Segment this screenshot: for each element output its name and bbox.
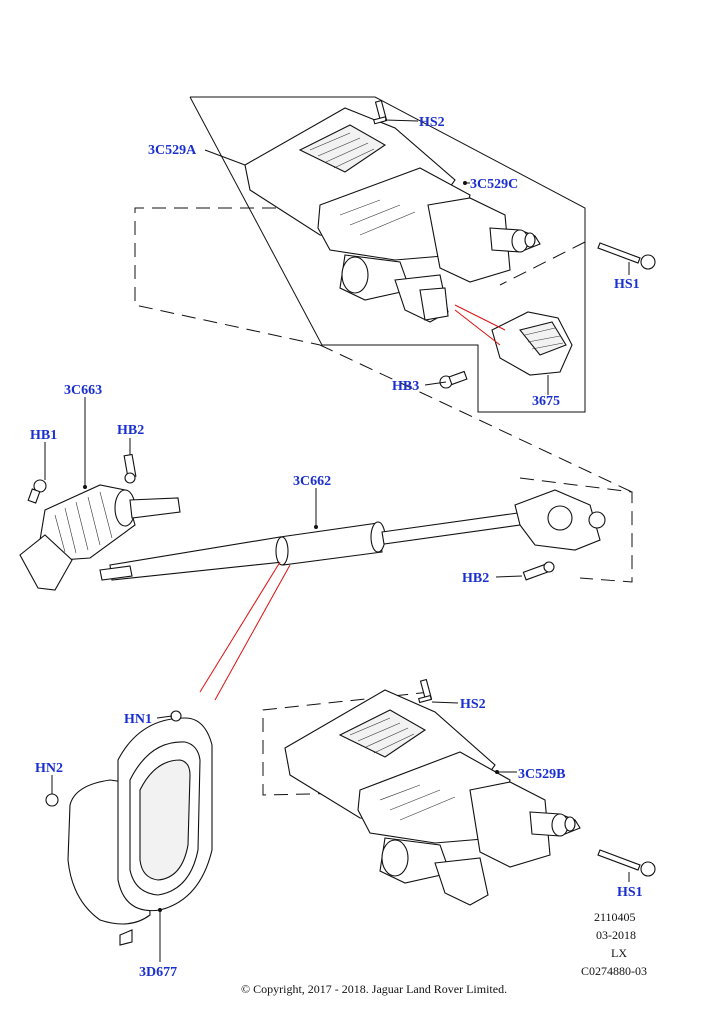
nut-hn1 xyxy=(170,710,182,722)
nut-hn2 xyxy=(45,793,59,807)
label-hn1: HN1 xyxy=(124,712,152,727)
screw-hs2-top xyxy=(373,99,388,125)
label-3c662: 3C662 xyxy=(293,474,331,489)
label-hb2-right: HB2 xyxy=(462,571,489,586)
bottom-assembly-frame xyxy=(262,691,431,796)
label-hb3: HB3 xyxy=(392,379,419,394)
drawing-variant: LX xyxy=(611,946,627,960)
screw-hs1-bottom xyxy=(597,849,656,877)
drawing-date: 03-2018 xyxy=(596,928,636,942)
label-3c529c: 3C529C xyxy=(470,177,518,192)
bolt-hb2-left xyxy=(123,453,137,484)
label-3675: 3675 xyxy=(532,394,560,409)
label-3c663: 3C663 xyxy=(64,383,102,398)
cover-link-lines xyxy=(199,561,291,701)
leader-lines xyxy=(44,119,630,962)
label-3c529a: 3C529A xyxy=(148,143,197,158)
drawing-ref: C0274880-03 xyxy=(581,964,647,978)
drawing-reference-block: 2110405 03-2018 LX C0274880-03 xyxy=(581,910,647,978)
boot-3c663 xyxy=(19,484,181,591)
copyright-notice: © Copyright, 2017 - 2018. Jaguar Land Ro… xyxy=(241,982,507,996)
cover-3d677 xyxy=(67,717,213,946)
label-hb1: HB1 xyxy=(30,428,57,443)
label-hn2: HN2 xyxy=(35,761,63,776)
bracket-3675 xyxy=(454,304,573,376)
bolt-hb2-right xyxy=(522,561,555,581)
upper-column-assembly-top xyxy=(244,107,541,323)
label-hs2-bottom: HS2 xyxy=(460,697,486,712)
label-hs2-top: HS2 xyxy=(419,115,445,130)
top-assembly-frame xyxy=(134,96,633,493)
label-hb2-left: HB2 xyxy=(117,423,144,438)
label-hs1-bottom: HS1 xyxy=(617,885,643,900)
bolt-hb1 xyxy=(27,479,47,504)
upper-column-assembly-bottom xyxy=(284,689,581,906)
screw-hs2-bottom xyxy=(418,678,433,704)
label-hs1-top: HS1 xyxy=(614,277,640,292)
label-3c529b: 3C529B xyxy=(518,767,565,782)
bolt-hb3 xyxy=(439,370,468,389)
intermediate-shaft-3c662 xyxy=(99,477,633,583)
label-3d677: 3D677 xyxy=(139,965,177,980)
drawing-code: 2110405 xyxy=(594,910,636,924)
screw-hs1-top xyxy=(597,242,656,270)
